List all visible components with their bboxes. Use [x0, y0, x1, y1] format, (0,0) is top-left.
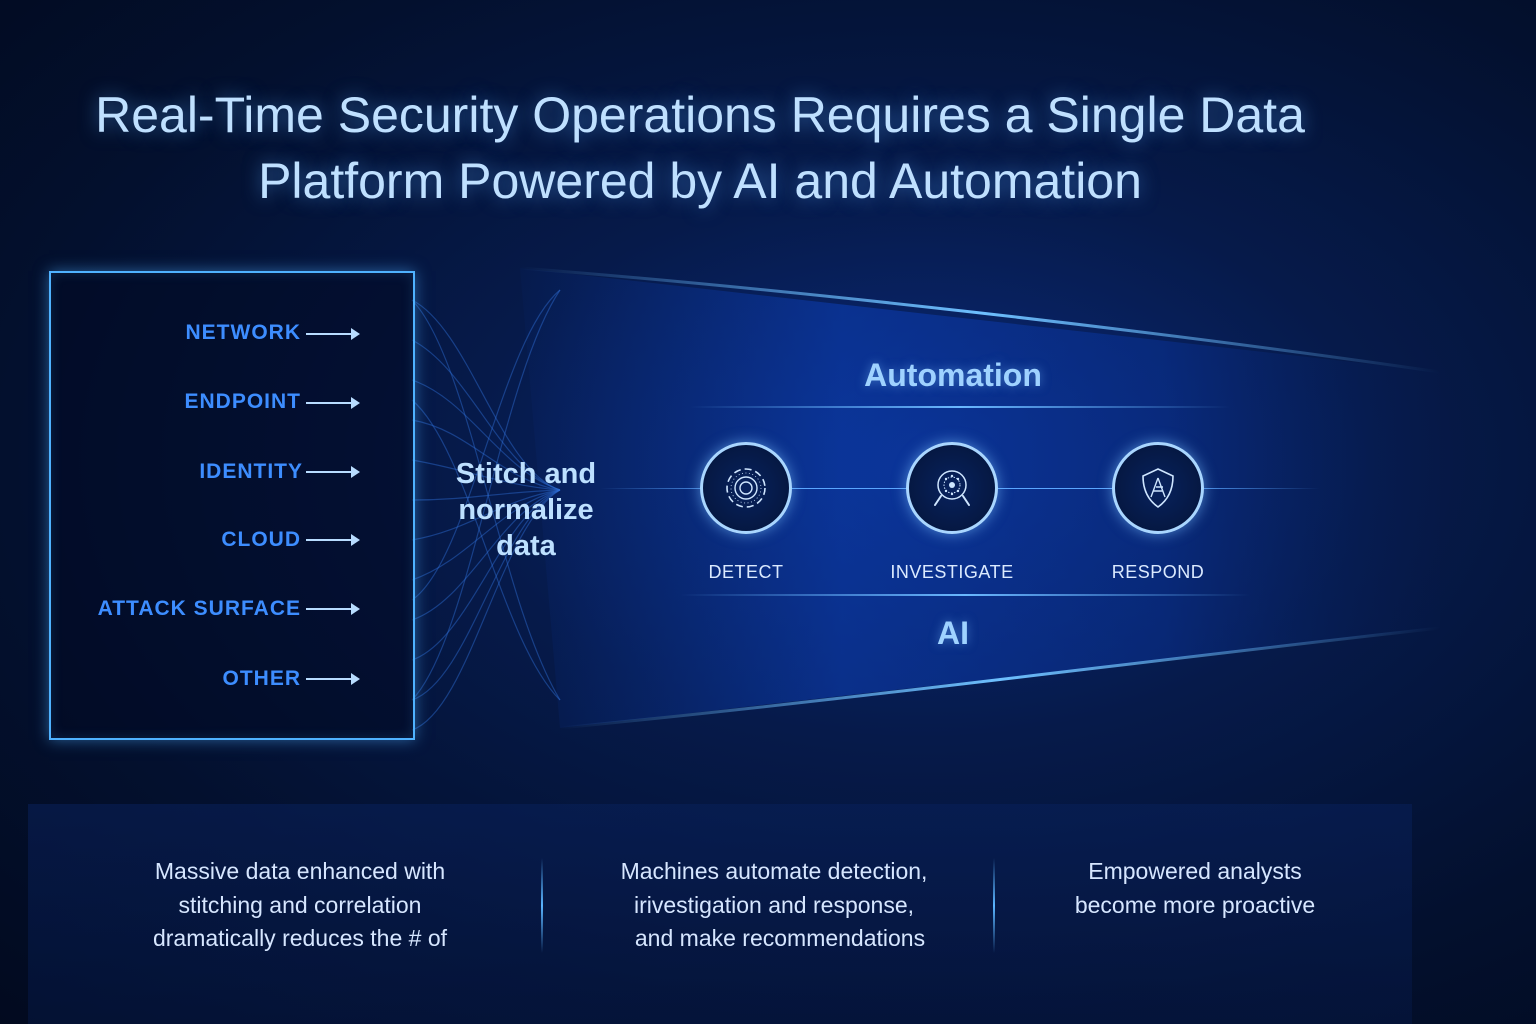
arrow-right-icon [306, 397, 360, 409]
data-sources-box: NETWORK ENDPOINT IDENTITY CLOUD ATTACK S… [49, 271, 415, 740]
title-line-1: Real-Time Security Operations Requires a… [95, 87, 1305, 143]
footer-divider [541, 858, 543, 953]
automation-label: Automation [864, 357, 1042, 393]
footer-col-data-line-1: Massive data enhanced with [154, 858, 446, 884]
page-title: Real-Time Security Operations Requires a… [0, 82, 1400, 214]
detect-circle [700, 442, 792, 534]
footer-panel [28, 804, 1412, 1024]
footer-col-machines-line-3: and make recommendations [634, 925, 926, 951]
automation-divider [690, 406, 1230, 408]
step-label-investigate: INVESTIGATE [890, 562, 1014, 582]
arrow-right-icon [306, 534, 360, 546]
step-investigate: INVESTIGATE [862, 442, 1042, 583]
source-cloud: CLOUD [221, 528, 301, 551]
footer-col-data: Massive data enhanced with stitching and… [120, 855, 480, 956]
footer-col-machines-line-2: irivestigation and response, [634, 891, 914, 918]
footer-col-analysts: Empowered analysts become more proactive [1040, 855, 1350, 922]
footer-divider [993, 858, 995, 953]
step-label-respond: RESPOND [1111, 562, 1205, 582]
source-attack-surface: ATTACK SURFACE [97, 597, 301, 620]
arrow-right-icon [306, 328, 360, 340]
respond-circle [1112, 442, 1204, 534]
stitch-normalize-label: Stitch and normalize data [455, 458, 597, 562]
step-detect: DETECT [656, 442, 836, 583]
step-respond: RESPOND [1068, 442, 1248, 583]
investigate-circle [906, 442, 998, 534]
footer-col-data-line-3: dramatically reduces the # of [152, 925, 448, 951]
footer-col-data-line-2: stitching and correlation [178, 891, 422, 918]
source-network: NETWORK [185, 321, 301, 344]
arrow-right-icon [306, 673, 360, 685]
target-icon [726, 468, 766, 508]
analysis-icon [934, 470, 970, 506]
shield-icon [1142, 468, 1174, 508]
source-identity: IDENTITY [199, 460, 303, 483]
source-other: OTHER [222, 667, 301, 690]
ai-label: AI [937, 615, 969, 651]
arrow-right-icon [306, 603, 360, 615]
ai-divider [680, 594, 1250, 596]
footer-col-analysts-line-1: Empowered analysts [1088, 858, 1302, 884]
source-endpoint: ENDPOINT [184, 390, 301, 413]
footer-col-machines-line-1: Machines automate detection, [620, 858, 928, 884]
title-line-2: Platform Powered by AI and Automation [258, 153, 1142, 209]
footer-col-machines: Machines automate detection, irivestigat… [594, 855, 954, 956]
arrow-right-icon [306, 466, 360, 478]
step-label-detect: DETECT [708, 562, 784, 582]
footer-col-analysts-line-2: become more proactive [1074, 891, 1316, 918]
